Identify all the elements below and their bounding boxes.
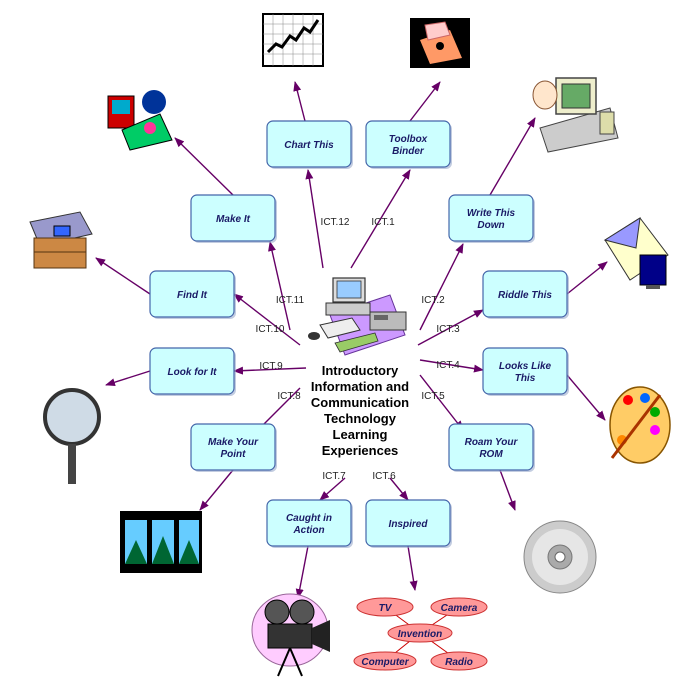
node-box bbox=[266, 499, 352, 547]
arrow-center-to-find-it bbox=[233, 293, 301, 346]
node-box bbox=[482, 347, 568, 395]
arrow-to-toolbox-icon bbox=[409, 81, 441, 122]
film-strip-icon bbox=[120, 511, 202, 573]
email-monitor-icon bbox=[603, 217, 669, 289]
node-box bbox=[365, 120, 451, 168]
paint-palette-icon bbox=[609, 386, 671, 464]
arrow-to-multimedia-collage-icon bbox=[174, 137, 234, 196]
arrow-to-typing-computer-icon bbox=[489, 117, 536, 196]
invention-oval-radio: Radio bbox=[430, 651, 488, 671]
computer-workstation-icon bbox=[308, 277, 407, 356]
node-label: Riddle This bbox=[498, 290, 552, 301]
arrow-center-to-riddle-this bbox=[417, 309, 484, 346]
treasure-chest-icon bbox=[29, 211, 93, 269]
svg-text:Computer: Computer bbox=[361, 657, 409, 668]
node-make-it[interactable]: Make It bbox=[190, 194, 277, 243]
invention-oval-computer: Computer bbox=[353, 651, 417, 671]
multimedia-collage-icon bbox=[107, 90, 173, 151]
node-box bbox=[149, 270, 235, 318]
svg-text:Radio: Radio bbox=[445, 657, 473, 668]
node-riddle-this[interactable]: Riddle This bbox=[482, 270, 569, 319]
svg-text:Invention: Invention bbox=[398, 629, 442, 640]
edge-label-ict-4: ICT.4 bbox=[436, 360, 460, 371]
node-box bbox=[266, 120, 352, 168]
arrow-to-invention-concept-map-icon bbox=[407, 545, 418, 591]
node-box bbox=[482, 270, 568, 318]
arrow-center-to-toolbox-binder bbox=[305, 169, 324, 269]
node-box bbox=[448, 423, 534, 471]
arrow-center-to-caught-in-action bbox=[319, 477, 346, 501]
invention-oval-tv: TV bbox=[356, 597, 414, 617]
node-label: Find It bbox=[177, 290, 208, 301]
arrow-to-line-chart-icon bbox=[293, 81, 306, 122]
node-box bbox=[190, 423, 276, 471]
magnifying-glass-icon bbox=[43, 388, 101, 484]
arrow-center-to-looks-like-this bbox=[419, 359, 484, 373]
arrow-to-cd-rom-icon bbox=[499, 469, 516, 511]
toolbox-icon bbox=[410, 18, 470, 68]
arrow-center-to-write-this-down bbox=[419, 243, 464, 331]
node-label: Make It bbox=[216, 214, 251, 225]
node-inspired[interactable]: Inspired bbox=[365, 499, 452, 548]
arrow-to-email-monitor-icon bbox=[566, 261, 608, 295]
edge-label-ict-3: ICT.3 bbox=[436, 324, 460, 335]
arrow-to-paint-palette-icon bbox=[566, 374, 606, 421]
arrow-center-to-make-it bbox=[268, 241, 291, 331]
invention-oval-center: Invention bbox=[387, 623, 453, 643]
arrow-to-film-strip-icon bbox=[199, 469, 234, 511]
arrow-to-treasure-chest-icon bbox=[95, 257, 151, 295]
edge-label-ict-2: ICT.2 bbox=[421, 295, 445, 306]
arrow-center-to-chart-this bbox=[350, 169, 411, 269]
arrow-center-to-inspired bbox=[389, 477, 409, 501]
line-chart-icon bbox=[262, 13, 324, 67]
edge-label-ict-11: ICT.11 bbox=[276, 295, 305, 306]
node-chart-this[interactable]: Chart This bbox=[266, 120, 353, 169]
svg-text:TV: TV bbox=[379, 603, 393, 614]
node-label: Look for It bbox=[168, 367, 218, 378]
edge-label-ict-8: ICT.8 bbox=[277, 391, 301, 402]
node-box bbox=[190, 194, 276, 242]
cd-rom-icon bbox=[523, 520, 597, 594]
node-box bbox=[448, 194, 534, 242]
edge-label-ict-12: ICT.12 bbox=[321, 217, 350, 228]
edge-label-ict-7: ICT.7 bbox=[322, 471, 346, 482]
edge-label-ict-5: ICT.5 bbox=[421, 391, 445, 402]
arrow-center-to-roam-your-rom bbox=[419, 374, 464, 431]
edge-label-ict-9: ICT.9 bbox=[259, 361, 283, 372]
node-box bbox=[365, 499, 451, 547]
invention-oval-camera: Camera bbox=[430, 597, 488, 617]
typing-computer-icon bbox=[532, 77, 619, 153]
node-label: Inspired bbox=[389, 519, 429, 530]
svg-text:Camera: Camera bbox=[441, 603, 478, 614]
movie-camera-icon bbox=[251, 593, 330, 677]
edge-label-ict-10: ICT.10 bbox=[256, 324, 285, 335]
node-look-for-it[interactable]: Look for It bbox=[149, 347, 236, 396]
node-box bbox=[149, 347, 235, 395]
node-find-it[interactable]: Find It bbox=[149, 270, 236, 319]
edge-label-ict-1: ICT.1 bbox=[371, 217, 395, 228]
arrow-to-movie-camera-icon bbox=[295, 545, 309, 599]
arrow-to-magnifying-glass-icon bbox=[105, 370, 151, 387]
edge-label-ict-6: ICT.6 bbox=[372, 471, 396, 482]
node-label: Chart This bbox=[284, 140, 334, 151]
arrow-center-to-look-for-it bbox=[233, 366, 307, 375]
